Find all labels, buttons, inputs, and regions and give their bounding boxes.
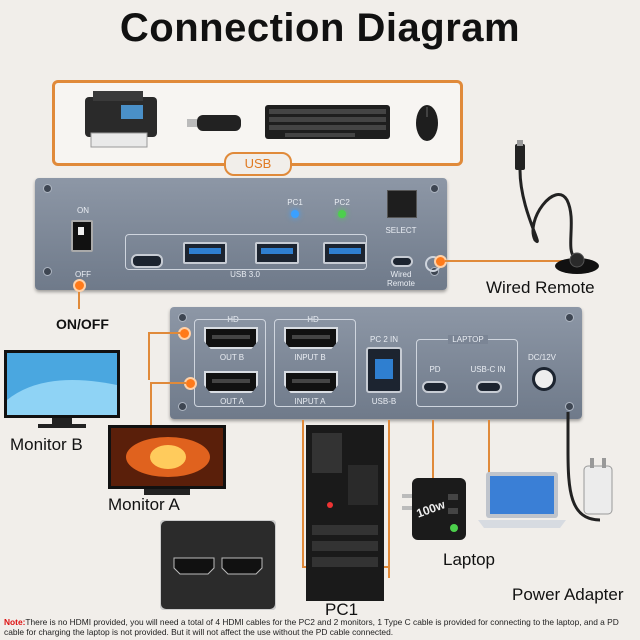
pc1-input-line — [302, 420, 304, 568]
pd-port[interactable] — [422, 381, 448, 393]
usb-c-in-port[interactable] — [476, 381, 502, 393]
note-text: There is no HDMI provided, you will need… — [4, 617, 619, 637]
pc2-led — [338, 210, 346, 218]
remote-leader-line — [445, 260, 563, 262]
kvm-front-panel: ON OFF PC1 PC2 SELECT USB 3.0 Wired Remo… — [35, 178, 447, 290]
screw — [43, 267, 52, 276]
pc1-label: PC1 — [325, 600, 359, 619]
power-adapter-art — [566, 412, 613, 522]
kvm-back-panel: HD HD OUT B OUT A INPUT B INPUT A PC 2 I… — [170, 307, 582, 419]
onoff-label: ON/OFF — [56, 316, 109, 332]
laptop-group-label: LAPTOP — [448, 335, 488, 344]
usb-peripherals-box — [52, 80, 463, 166]
usb-b-insert — [375, 359, 393, 379]
wired-remote-art — [515, 140, 599, 274]
page-title: Connection Diagram — [119, 6, 521, 50]
hdmi-out-group — [194, 319, 266, 407]
hdmi-closeup-art — [160, 520, 276, 610]
usb-stick-icon — [187, 115, 241, 131]
monitor-a-art — [108, 425, 226, 495]
hdmi-input-b-port[interactable] — [284, 327, 338, 349]
screw — [43, 184, 52, 193]
usb-c-port[interactable] — [131, 254, 163, 268]
pd-line — [432, 420, 434, 478]
footer-note: Note:There is no HDMI provided, you will… — [4, 617, 636, 637]
screw — [178, 402, 187, 411]
usb-peripherals-art — [85, 91, 438, 148]
pc2-in-label: PC 2 IN — [369, 335, 398, 344]
charger-art — [402, 478, 466, 540]
wired-remote-label: Wired Remote — [486, 278, 595, 297]
out-b-line-h — [148, 332, 180, 334]
usb-a-port-2[interactable] — [255, 242, 299, 264]
input-a-label: INPUT A — [294, 397, 326, 406]
pc1-led-label: PC1 — [287, 198, 303, 207]
out-a-line-v — [150, 382, 152, 426]
monitor-b-art — [4, 350, 120, 428]
usb-b-label: USB-B — [371, 397, 397, 406]
screw — [430, 184, 439, 193]
out-b-line-v — [148, 332, 150, 380]
select-label: SELECT — [385, 226, 417, 235]
laptop-label: Laptop — [443, 550, 495, 569]
usb-b-port[interactable] — [366, 347, 402, 393]
wired-remote-port-label: Wired Remote — [386, 270, 415, 288]
usb-a-port-3[interactable] — [323, 242, 367, 264]
onoff-dot — [73, 279, 86, 292]
usb-tag: USB — [224, 152, 292, 176]
hdmi-in-group — [274, 319, 356, 407]
onoff-leader-line — [78, 283, 80, 309]
pc2-led-label: PC2 — [334, 198, 350, 207]
usb30-label: USB 3.0 — [230, 270, 260, 279]
mouse-icon — [416, 105, 438, 141]
dc-label: DC/12V — [527, 353, 556, 362]
wired-remote-port[interactable] — [391, 256, 413, 267]
hdmi-out-b-port[interactable] — [204, 327, 258, 349]
screw — [178, 313, 187, 322]
power-adapter-label: Power Adapter — [512, 585, 624, 604]
screw — [565, 313, 574, 322]
hdmi-input-a-port[interactable] — [284, 371, 338, 393]
switch-off-label: OFF — [75, 270, 91, 279]
keyboard-icon — [265, 105, 390, 139]
monitor-a-label: Monitor A — [108, 495, 180, 514]
usb-a-port-1[interactable] — [183, 242, 227, 264]
usb-b-line — [388, 420, 390, 578]
switch-on-label: ON — [77, 206, 89, 215]
pd-label: PD — [429, 365, 441, 374]
printer-icon — [85, 91, 157, 148]
pc1-led — [291, 210, 299, 218]
out-b-label: OUT B — [219, 353, 245, 362]
input-b-label: INPUT B — [294, 353, 326, 362]
hdmi-out-a-port[interactable] — [204, 371, 258, 393]
pc1-tower-art — [306, 425, 384, 601]
usbc-line — [488, 420, 490, 476]
screw — [565, 402, 574, 411]
usbc-in-label: USB-C IN — [470, 365, 506, 374]
note-label: Note: — [4, 617, 26, 627]
dc-power-jack[interactable] — [532, 367, 556, 391]
power-switch[interactable] — [71, 220, 93, 252]
out-a-line-h — [150, 382, 186, 384]
monitor-b-label: Monitor B — [10, 435, 83, 454]
out-a-label: OUT A — [220, 397, 244, 406]
select-button[interactable] — [387, 190, 417, 218]
switch-rocker — [78, 227, 84, 235]
laptop-art — [478, 472, 566, 528]
